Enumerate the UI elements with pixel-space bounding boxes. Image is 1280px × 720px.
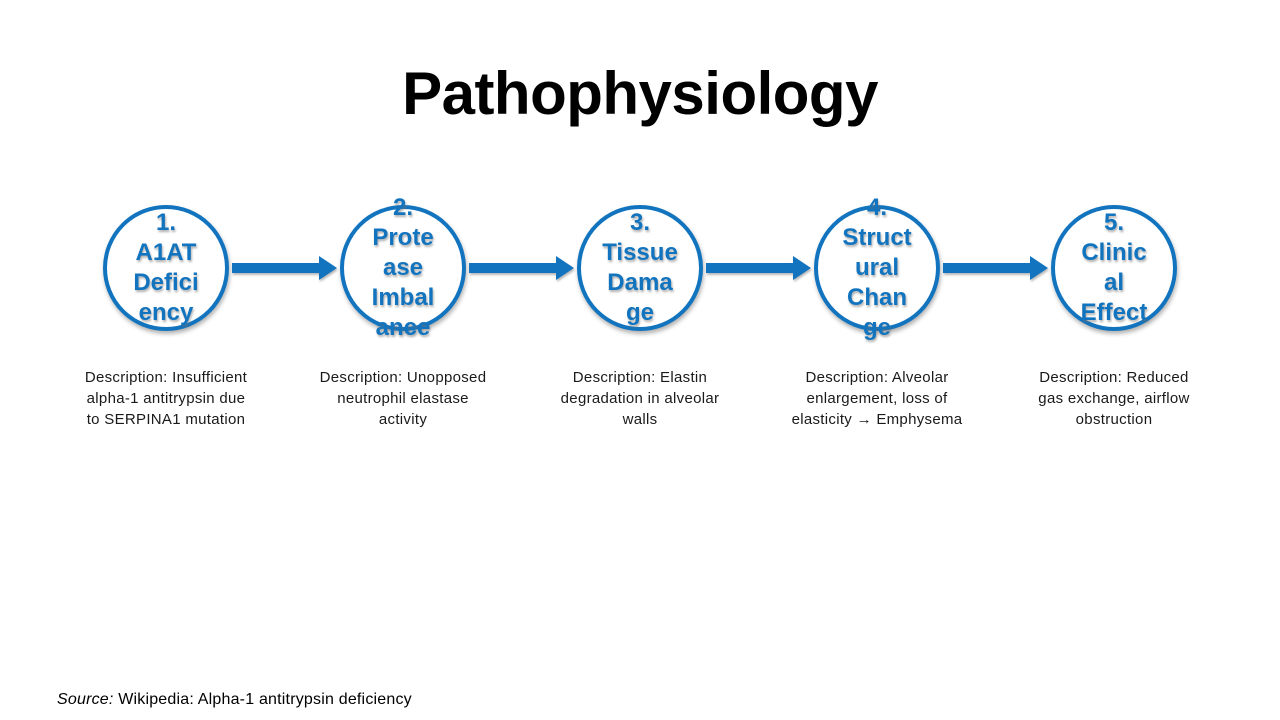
step-circle-4: 4. Struct ural Chan ge (814, 194, 940, 341)
arrow-head-icon (556, 256, 574, 280)
source-line: Source: Wikipedia: Alpha-1 antitrypsin d… (57, 691, 412, 709)
flow-arrow-4 (943, 256, 1048, 280)
flow-arrow-3 (706, 256, 811, 280)
step-3-label: 3. Tissue Dama ge (602, 209, 678, 326)
step-5-label: 5. Clinic al Effect (1080, 209, 1148, 326)
step-circle-5: 5. Clinic al Effect (1051, 205, 1177, 331)
step-1-description: Description: Insufficient alpha-1 antitr… (84, 369, 248, 428)
step-1-label: 1. A1AT Defici ency (133, 209, 199, 326)
arrow-shaft (232, 263, 319, 273)
source-text: Wikipedia: Alpha-1 antitrypsin deficienc… (113, 691, 412, 708)
step-2-description: Description: Unopposed neutrophil elasta… (319, 369, 487, 428)
arrow-shaft (943, 263, 1030, 273)
step-4-label: 4. Struct ural Chan ge (842, 194, 912, 341)
arrow-head-icon (1030, 256, 1048, 280)
step-circle-2: 2. Prote ase Imbal ance (340, 194, 466, 341)
step-circle-1: 1. A1AT Defici ency (103, 205, 229, 331)
arrow-head-icon (793, 256, 811, 280)
step-3-description: Description: Elastin degradation in alve… (560, 369, 720, 428)
arrow-head-icon (319, 256, 337, 280)
step-5-description: Description: Reduced gas exchange, airfl… (1038, 369, 1190, 428)
step-2-label: 2. Prote ase Imbal ance (371, 194, 435, 341)
flow-arrow-1 (232, 256, 337, 280)
step-4-description: Description: Alveolar enlargement, loss … (791, 369, 963, 428)
flow-arrow-2 (469, 256, 574, 280)
source-label: Source: (57, 691, 114, 708)
step-circle-3: 3. Tissue Dama ge (577, 205, 703, 331)
arrow-shaft (706, 263, 793, 273)
arrow-shaft (469, 263, 556, 273)
slide-title: Pathophysiology (402, 60, 878, 127)
